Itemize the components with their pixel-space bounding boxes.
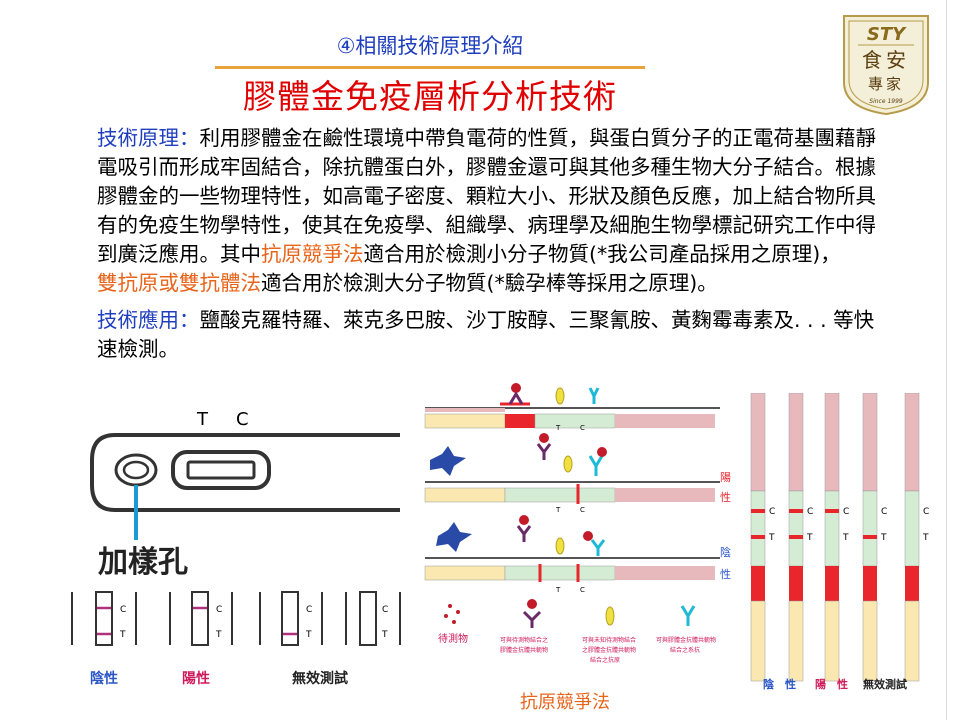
negative-label-1: 陰 <box>720 545 731 559</box>
strip-c-line <box>789 509 803 513</box>
strip-t-label: T <box>842 533 849 543</box>
vertical-strip: CT <box>904 393 929 682</box>
strip-c-line <box>825 509 839 513</box>
application-label: 技術應用： <box>97 308 200 332</box>
competition-caption: 抗原競爭法 <box>520 692 610 713</box>
strip-t-label: T <box>768 533 775 543</box>
logo-middle-text: 食安 <box>862 48 910 72</box>
strip-t-label: T <box>806 533 813 543</box>
strip-t-line <box>789 535 803 539</box>
legend-ab-goat-2: 結合之系抗 <box>670 646 700 654</box>
legend-ab-analyte-1: 可與待測物結合之 <box>500 636 548 644</box>
result-strip-invalid-2: C T <box>345 591 401 646</box>
principle-text: 利用膠體金在鹼性環境中帶負電荷的性質，與蛋白質分子的正電荷基團藉靜電吸引而形成牢… <box>97 126 876 266</box>
logo-bottom-text: 專家 <box>868 75 904 93</box>
competition-row-2: 陽 性 T C <box>424 433 731 514</box>
description-block: 技術原理：利用膠體金在鹼性環境中帶負電荷的性質，與蛋白質分子的正電荷基團藉靜電吸… <box>97 124 887 372</box>
logo-since-text: Since 1999 <box>869 98 903 105</box>
competition-row-1: T C <box>424 383 720 432</box>
inv2-t-label: T <box>381 630 388 640</box>
result-strip-positive: C T <box>169 591 233 646</box>
legend-ab-free-3: 結合之抗原 <box>590 656 620 664</box>
result-window-inner <box>186 460 256 480</box>
method-antigen-competition: 抗原競爭法 <box>261 242 364 266</box>
strip-c-line <box>751 509 765 513</box>
test-device-figure: T C 加樣孔 C T C T C T C T 陰性 陽性 <box>71 409 401 687</box>
antigen-competition-figure: T C 陽 性 T C 陰 性 T C <box>424 383 731 713</box>
page-title: 膠體金免疫層析分析技術 <box>243 77 617 116</box>
principle-label: 技術原理： <box>97 126 200 150</box>
legend-analyte: 待測物 <box>438 632 468 645</box>
row3-t: T <box>555 586 561 594</box>
strip-c-label: C <box>923 507 929 517</box>
vertical-strip: CT <box>862 393 887 682</box>
strip-t-label: T <box>922 533 929 543</box>
vertical-strip: CT <box>824 393 849 682</box>
strip-c-label: C <box>843 507 849 517</box>
result-negative-label: 陰性 <box>90 670 118 687</box>
principle-text-2: 適合用於檢測小分子物質(*我公司產品採用之原理)， <box>363 242 841 266</box>
inv1-c-label: C <box>306 605 312 615</box>
strip-c-label: C <box>807 507 813 517</box>
inv1-t-label: T <box>305 630 312 640</box>
row1-c: C <box>580 424 585 432</box>
competition-legend: 待測物 可與待測物結合之 膠體金抗體共軛物 可與未知待測物結合 之膠體金抗體共軛… <box>438 599 716 664</box>
result-invalid-label: 無效測試 <box>292 670 348 687</box>
legend-ab-free-2: 之膠體金抗體共軛物 <box>582 646 636 654</box>
neg-t-label: T <box>119 630 126 640</box>
strips-invalid-label: 無效測試 <box>863 677 907 691</box>
legend-ab-analyte-2: 膠體金抗體共軛物 <box>500 646 548 654</box>
section-title: ④相關技術原理介紹 <box>336 34 524 58</box>
legend-ab-free-1: 可與未知待測物結合 <box>582 636 636 644</box>
strip-c-label: C <box>881 507 887 517</box>
row2-t: T <box>555 506 561 514</box>
vertical-strip: CT <box>750 393 775 682</box>
strip-t-label: T <box>880 533 887 543</box>
row1-t: T <box>555 424 561 432</box>
principle-text-3: 適合用於檢測大分子物質(*驗孕棒等採用之原理)。 <box>261 271 718 295</box>
application-paragraph: 技術應用：鹽酸克羅特羅、萊克多巴胺、沙丁胺醇、三聚氰胺、黃麴霉毒素及. . . … <box>97 306 887 364</box>
sample-hole-outer <box>114 453 158 487</box>
positive-label-1: 陽 <box>720 471 731 484</box>
strips-positive-label: 陽 性 <box>815 677 848 691</box>
vertical-strip: CT <box>788 393 813 682</box>
pos-t-label: T <box>215 630 222 640</box>
slide-edge-bar <box>946 0 960 720</box>
sample-hole-label: 加樣孔 <box>98 545 188 580</box>
method-double-antibody: 雙抗原或雙抗體法 <box>97 271 261 295</box>
competition-row-3: 陰 性 T C <box>424 515 731 594</box>
legend-ab-goat-1: 可與膠體金抗體共軛物 <box>656 636 716 644</box>
inv2-c-label: C <box>382 605 388 615</box>
logo-top-text: STY <box>867 24 907 45</box>
result-strip-invalid-1: C T <box>259 591 323 646</box>
row3-c: C <box>580 586 585 594</box>
device-t-label: T <box>196 409 209 430</box>
positive-label-2: 性 <box>720 490 731 504</box>
result-positive-label: 陽性 <box>182 670 210 687</box>
strips-negative-label: 陰 性 <box>763 677 796 691</box>
cassette-body <box>90 433 400 512</box>
application-text: 鹽酸克羅特羅、萊克多巴胺、沙丁胺醇、三聚氰胺、黃麴霉毒素及. . . 等快速檢測… <box>97 308 875 361</box>
title-divider <box>215 66 645 69</box>
negative-label-2: 性 <box>720 567 731 581</box>
sty-logo: STY 食安 專家 Since 1999 <box>843 15 929 116</box>
principle-paragraph: 技術原理：利用膠體金在鹼性環境中帶負電荷的性質，與蛋白質分子的正電荷基團藉靜電吸… <box>97 124 887 298</box>
row2-c: C <box>580 506 585 514</box>
neg-c-label: C <box>120 605 126 615</box>
result-window-outer <box>171 450 271 490</box>
strip-c-label: C <box>769 507 775 517</box>
result-strip-negative: C T <box>71 591 137 646</box>
pos-c-label: C <box>216 605 222 615</box>
sample-hole-inner <box>122 460 150 480</box>
strip-t-line <box>751 535 765 539</box>
device-c-label: C <box>236 409 249 430</box>
strip-t-line <box>863 535 877 539</box>
